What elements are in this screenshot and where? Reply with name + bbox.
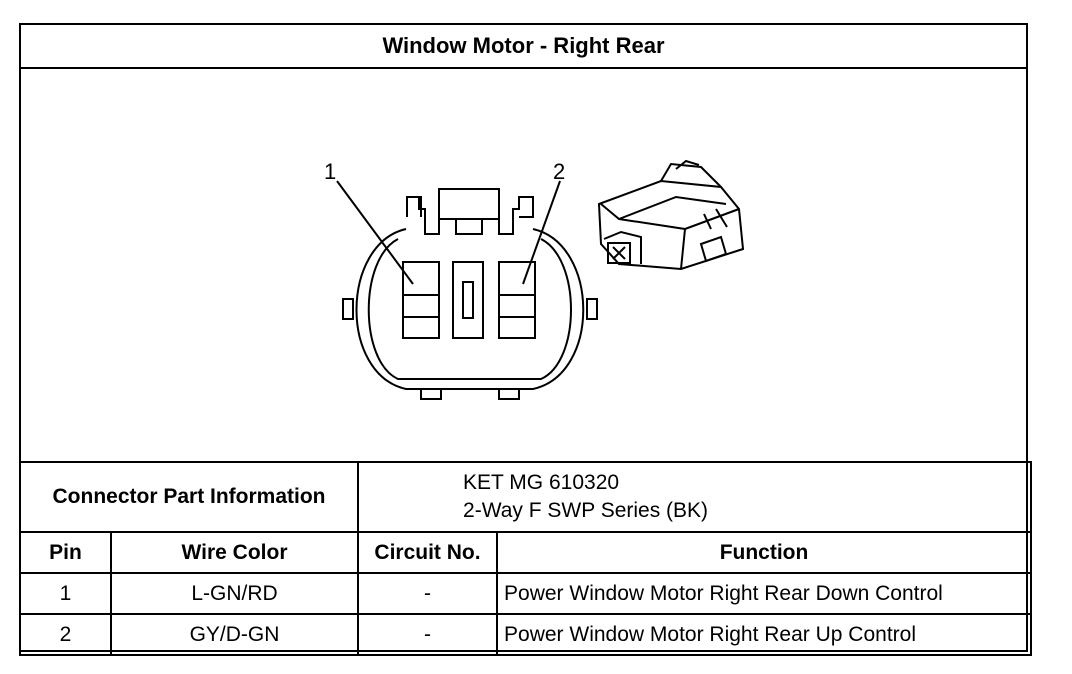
table-row: 2 GY/D-GN - Power Window Motor Right Rea… (19, 613, 1033, 656)
wire-color-cell: L-GN/RD (109, 572, 360, 615)
connector-iso-view (597, 159, 745, 271)
pin-2-cavity (498, 261, 536, 339)
function-cell: Power Window Motor Right Rear Up Control (496, 613, 1033, 656)
connector-sheet: Window Motor - Right Rear (18, 23, 1033, 656)
pin-cell: 2 (19, 613, 112, 656)
header-wire-color: Wire Color (109, 531, 360, 574)
part-number: KET MG 610320 (463, 471, 620, 494)
table-header-row: Pin Wire Color Circuit No. Function (19, 531, 1033, 574)
pin-1-cavity (402, 261, 440, 339)
pin-2-leader (522, 180, 561, 285)
connector-info-label: Connector Part Information (18, 461, 360, 533)
latch (406, 188, 534, 235)
header-pin: Pin (19, 531, 112, 574)
circuit-cell: - (357, 572, 499, 615)
header-function: Function (496, 531, 1033, 574)
circuit-cell: - (357, 613, 499, 656)
center-key (452, 261, 484, 339)
wire-color-cell: GY/D-GN (109, 613, 360, 656)
connector-face-diagram: 1 2 (324, 159, 745, 400)
table-row: 1 L-GN/RD - Power Window Motor Right Rea… (19, 572, 1033, 615)
function-cell: Power Window Motor Right Rear Down Contr… (496, 572, 1033, 615)
part-description: 2-Way F SWP Series (BK) (463, 499, 709, 522)
pin-2-label: 2 (553, 159, 565, 184)
pin-1-leader (336, 180, 414, 285)
pin-1-label: 1 (324, 159, 336, 184)
page-title: Window Motor - Right Rear (21, 25, 1026, 69)
pin-cell: 1 (19, 572, 112, 615)
connector-drawing: 1 2 (21, 69, 1026, 462)
pinout-table: Connector Part Information KET MG 610320… (18, 461, 1033, 656)
housing-outline (355, 228, 585, 390)
connector-part-info: KET MG 610320 2-Way F SWP Series (BK) (357, 461, 1033, 533)
header-circuit-no: Circuit No. (357, 531, 499, 574)
